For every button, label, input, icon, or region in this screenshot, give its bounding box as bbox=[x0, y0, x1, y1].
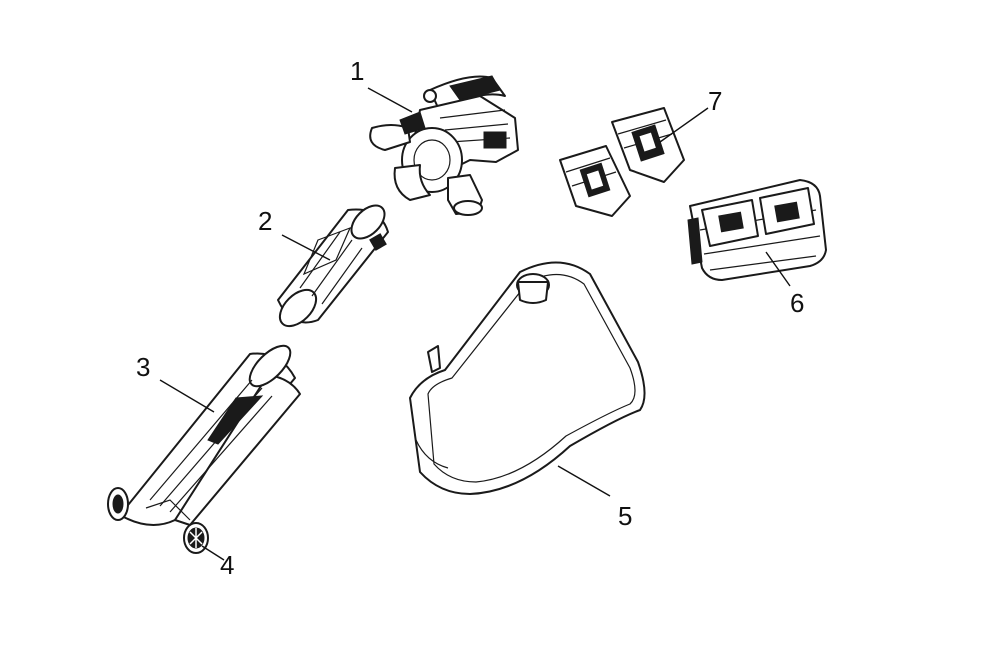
leader-line bbox=[765, 251, 791, 287]
vacuum-tube-icon bbox=[107, 344, 301, 526]
callout-label-3: 3 bbox=[136, 352, 150, 382]
callout-label-6: 6 bbox=[790, 288, 804, 318]
blower-tube-icon bbox=[277, 204, 389, 328]
leader-line bbox=[367, 87, 413, 113]
leaf-blower-motor-unit-icon bbox=[369, 75, 519, 216]
callout-label-7: 7 bbox=[708, 86, 722, 116]
collection-bag-icon bbox=[409, 261, 646, 495]
battery-pack-icon bbox=[559, 107, 685, 217]
leader-line bbox=[159, 379, 215, 413]
leader-line bbox=[557, 465, 611, 497]
leader-line bbox=[281, 234, 331, 261]
callout-label-4: 4 bbox=[220, 550, 234, 580]
callout-label-5: 5 bbox=[618, 501, 632, 531]
callout-label-2: 2 bbox=[258, 206, 272, 236]
callout-label-1: 1 bbox=[350, 56, 364, 86]
leader-line bbox=[201, 545, 225, 561]
dual-battery-charger-icon bbox=[687, 179, 827, 281]
leader-line bbox=[659, 107, 709, 143]
wheel-icon bbox=[183, 522, 209, 554]
